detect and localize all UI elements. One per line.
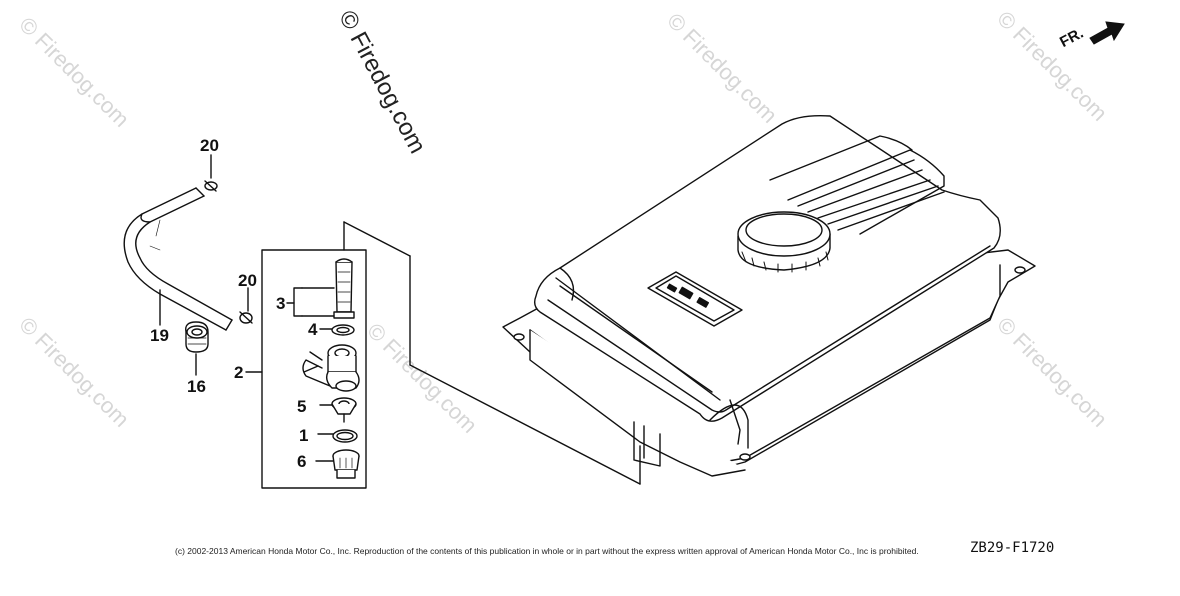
assembly-bracket [261, 221, 641, 489]
callout-4: 4 [308, 320, 318, 339]
tank-label-plate [647, 271, 743, 327]
fuel-hose [123, 187, 233, 331]
hose-clip-mid [239, 287, 253, 324]
copyright-notice: (c) 2002-2013 American Honda Motor Co., … [175, 546, 919, 556]
grommet [185, 321, 209, 353]
callout-19: 19 [150, 326, 169, 345]
fuel-cup [315, 449, 360, 479]
callout-5: 5 [297, 397, 307, 416]
fuel-cap [737, 211, 831, 273]
o-ring-1 [317, 429, 358, 443]
callout-20-top: 20 [200, 136, 219, 155]
callout-1: 1 [299, 426, 309, 445]
callout-16: 16 [187, 377, 206, 396]
diagram-code: ZB29-F1720 [970, 540, 1055, 556]
callout-20-mid: 20 [238, 271, 257, 290]
fuel-strainer [333, 258, 355, 319]
callout-6: 6 [297, 452, 307, 471]
o-ring-4 [319, 324, 355, 336]
filter-cup [319, 397, 357, 423]
callout-3: 3 [276, 294, 286, 313]
hose-clip-top [204, 154, 218, 192]
callout-2: 2 [234, 363, 244, 382]
fuel-tank [502, 114, 1036, 477]
fuel-cock-body [302, 344, 360, 392]
